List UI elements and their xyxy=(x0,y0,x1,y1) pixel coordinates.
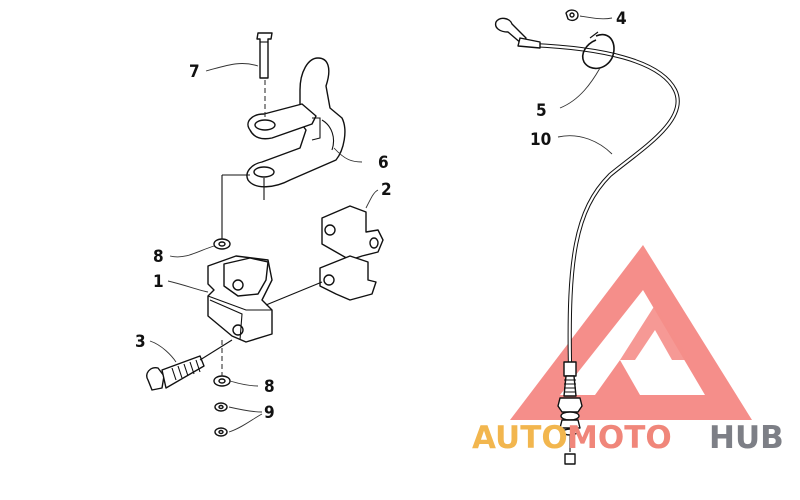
callout-8-lower: 8 xyxy=(264,377,275,397)
watermark-hub: HUB xyxy=(709,420,784,456)
leader-5 xyxy=(559,67,601,109)
callout-4: 4 xyxy=(616,9,627,29)
leader-4 xyxy=(579,15,613,20)
part-8-upper-washer xyxy=(213,238,231,250)
part-10-cable xyxy=(494,17,680,366)
part-7-pin xyxy=(256,32,273,79)
callout-5: 5 xyxy=(536,101,547,121)
leader-7 xyxy=(205,63,259,72)
watermark-logo xyxy=(510,245,752,420)
part-2-clamp xyxy=(319,205,384,301)
leader-10 xyxy=(557,135,613,155)
leader-9 xyxy=(228,406,263,433)
leader-8-upper xyxy=(169,245,215,258)
part-1-block xyxy=(207,255,273,343)
part-6-bracket xyxy=(246,57,346,188)
callout-6: 6 xyxy=(378,153,389,173)
part-5-clip xyxy=(581,31,615,70)
part-4-small-clip xyxy=(565,9,579,22)
leader-6 xyxy=(333,147,363,163)
watermark-auto: AUTO xyxy=(472,420,568,456)
callout-9: 9 xyxy=(264,403,275,423)
leader-2 xyxy=(365,189,379,209)
leader-8-lower xyxy=(229,380,259,387)
watermark-moto: MOTO xyxy=(567,420,672,456)
callout-10: 10 xyxy=(530,130,551,150)
leader-3 xyxy=(149,340,177,363)
bolt-line xyxy=(199,339,233,361)
part-9-washers xyxy=(214,402,228,437)
callout-2: 2 xyxy=(381,180,392,200)
assembly-line xyxy=(265,281,323,306)
callout-7: 7 xyxy=(189,62,200,82)
part-8-lower-washer xyxy=(213,375,231,387)
leader-1 xyxy=(167,280,209,293)
callout-8-upper: 8 xyxy=(153,247,164,267)
watermark-text: AUTO MOTO HUB xyxy=(472,420,784,456)
callout-3: 3 xyxy=(135,332,146,352)
part-3-bolt xyxy=(146,355,205,391)
cable-fittings xyxy=(557,361,583,465)
callout-1: 1 xyxy=(153,272,164,292)
